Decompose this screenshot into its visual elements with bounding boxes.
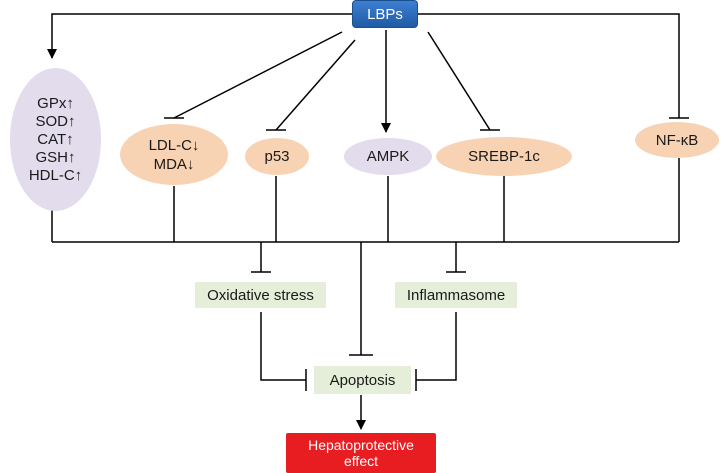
lbps-node: LBPs	[352, 0, 418, 28]
srebp-1c-node: SREBP-1c	[436, 137, 572, 176]
nf-kb-node: NF-κB	[635, 122, 719, 158]
edge-lbps-to-nfkb	[418, 13, 680, 118]
ampk-node: AMPK	[344, 138, 432, 175]
edge-inflammasome-to-apoptosis	[416, 312, 457, 381]
ldl-mda-node: LDL-C↓ MDA↓	[120, 124, 228, 185]
antioxidant-markers-node: GPx↑ SOD↑ CAT↑ GSH↑ HDL-C↑	[10, 68, 101, 211]
p53-node: p53	[245, 138, 309, 175]
mda-label: MDA↓	[153, 155, 195, 173]
edge-lbps-to-srebp	[427, 31, 491, 131]
apoptosis-node: Apoptosis	[314, 366, 411, 394]
cat-label: CAT↑	[37, 130, 74, 148]
edge-lbps-to-gpx	[47, 13, 352, 59]
edge-lbps-to-p53	[275, 39, 356, 131]
ldl-c-label: LDL-C↓	[148, 136, 200, 154]
edge-lbps-to-ldl	[173, 31, 343, 119]
inflammasome-node: Inflammasome	[395, 282, 517, 308]
sod-label: SOD↑	[35, 112, 76, 130]
hdl-c-label: HDL-C↑	[28, 166, 83, 184]
hepatoprotective-effect-node: Hepatoprotective effect	[286, 433, 436, 473]
edge-oxidative-to-apoptosis	[260, 312, 306, 381]
oxidative-stress-node: Oxidative stress	[195, 282, 326, 308]
effect-label: effect	[344, 453, 378, 469]
gpx-label: GPx↑	[37, 94, 74, 112]
gsh-label: GSH↑	[35, 148, 76, 166]
hepatoprotective-label: Hepatoprotective	[308, 437, 414, 453]
